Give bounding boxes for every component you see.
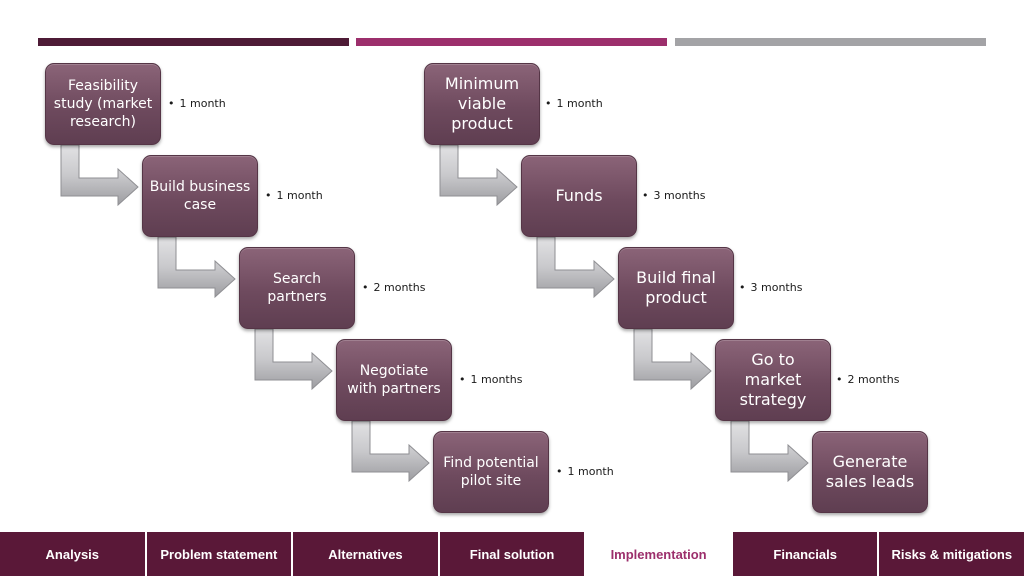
- duration-feasibility-study: •1 month: [168, 97, 226, 110]
- duration-build-business-case: •1 month: [265, 189, 323, 202]
- step-negotiate-with-partners: Negotiate with partners: [336, 339, 452, 421]
- duration-text: 3 months: [750, 281, 803, 294]
- step-label: Build final product: [636, 268, 716, 307]
- step-label: Find potential pilot site: [443, 455, 539, 489]
- duration-find-pilot-site: •1 month: [556, 465, 614, 478]
- step-go-to-market-strategy: Go to market strategy: [715, 339, 831, 421]
- duration-build-final-product: •3 months: [739, 281, 803, 294]
- duration-text: 2 months: [373, 281, 426, 294]
- tab-risks-mitigations[interactable]: Risks & mitigations: [879, 532, 1024, 576]
- step-build-final-product: Build final product: [618, 247, 734, 329]
- step-search-partners: Search partners: [239, 247, 355, 329]
- duration-minimum-viable-product: •1 month: [545, 97, 603, 110]
- flow-arrow: [157, 236, 236, 299]
- step-label: Search partners: [267, 271, 327, 305]
- duration-negotiate-with-partners: •1 months: [459, 373, 523, 386]
- duration-text: 1 month: [179, 97, 226, 110]
- header-bar-dark: [38, 38, 349, 46]
- duration-text: 1 month: [276, 189, 323, 202]
- step-label: Feasibility study (market research): [53, 78, 153, 130]
- flow-arrow: [351, 420, 430, 483]
- step-label: Minimum viable product: [444, 74, 520, 133]
- tab-final-solution[interactable]: Final solution: [439, 532, 587, 576]
- duration-text: 2 months: [847, 373, 900, 386]
- header-bar-magenta: [356, 38, 667, 46]
- step-label: Negotiate with partners: [347, 363, 441, 397]
- duration-funds: •3 months: [642, 189, 706, 202]
- duration-go-to-market-strategy: •2 months: [836, 373, 900, 386]
- duration-search-partners: •2 months: [362, 281, 426, 294]
- tab-implementation[interactable]: Implementation: [586, 532, 733, 576]
- step-build-business-case: Build business case: [142, 155, 258, 237]
- flow-arrow: [536, 236, 615, 299]
- tab-problem-statement[interactable]: Problem statement: [146, 532, 294, 576]
- step-generate-sales-leads: Generate sales leads: [812, 431, 928, 513]
- tab-alternatives[interactable]: Alternatives: [293, 532, 440, 576]
- flow-arrow: [633, 328, 712, 391]
- duration-text: 1 month: [567, 465, 614, 478]
- flow-arrow: [60, 144, 139, 207]
- step-label: Funds: [555, 186, 603, 205]
- step-funds: Funds: [521, 155, 637, 237]
- header-bar-gray: [675, 38, 986, 46]
- flow-arrow: [254, 328, 333, 391]
- flow-arrow: [730, 420, 809, 483]
- duration-text: 1 months: [470, 373, 523, 386]
- tab-analysis[interactable]: Analysis: [0, 532, 147, 576]
- flow-arrow: [439, 144, 518, 207]
- step-label: Build business case: [149, 179, 251, 213]
- step-find-pilot-site: Find potential pilot site: [433, 431, 549, 513]
- section-nav: Analysis Problem statement Alternatives …: [0, 532, 1024, 576]
- tab-financials[interactable]: Financials: [732, 532, 880, 576]
- step-minimum-viable-product: Minimum viable product: [424, 63, 540, 145]
- duration-text: 1 month: [556, 97, 603, 110]
- step-label: Go to market strategy: [739, 350, 807, 409]
- step-label: Generate sales leads: [825, 452, 915, 491]
- step-feasibility-study: Feasibility study (market research): [45, 63, 161, 145]
- duration-text: 3 months: [653, 189, 706, 202]
